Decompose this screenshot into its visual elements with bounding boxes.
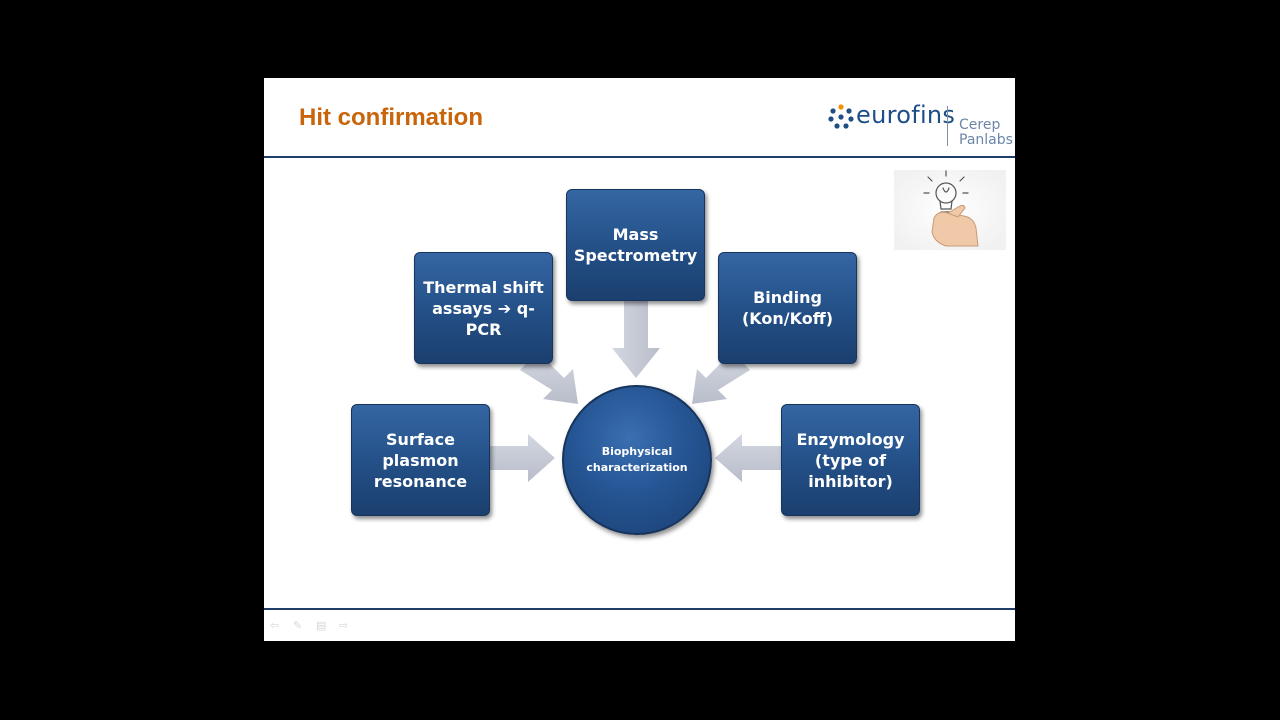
node-thermal-shift: Thermal shift assays ➔ q-PCR	[414, 252, 553, 364]
back-arrow-icon[interactable]: ⇦	[270, 620, 280, 632]
node-enzymology-line-2: (type of	[814, 450, 887, 470]
slide: Hit confirmation eurofins Cerep Panlabs	[264, 78, 1015, 641]
node-mass-line-1: Mass	[612, 225, 659, 244]
node-thermal-line-2: assays ➔ q-PCR	[432, 298, 535, 339]
node-spr-line-3: resonance	[373, 471, 468, 491]
logo-divider	[947, 106, 948, 146]
node-mass-spectrometry: Mass Spectrometry	[566, 189, 705, 301]
footer-rule	[264, 608, 1015, 610]
slide-title: Hit confirmation	[299, 104, 483, 131]
node-binding-line-1: Binding	[753, 288, 822, 307]
node-surface-plasmon-resonance: Surface plasmon resonance	[351, 404, 490, 516]
node-enzymology-line-3: inhibitor)	[808, 471, 893, 491]
node-binding: Binding (Kon/Koff)	[718, 252, 857, 364]
diagram-arrows	[489, 300, 781, 482]
logo-subtitle: Cerep Panlabs	[959, 118, 1013, 148]
node-mass-line-2: Spectrometry	[573, 246, 698, 265]
menu-icon[interactable]: ▤	[316, 620, 327, 632]
header-rule	[264, 156, 1015, 158]
lightbulb-hand-icon	[894, 170, 1006, 250]
logo-sub-line-2: Panlabs	[959, 132, 1013, 148]
logo-brand-text: eurofins	[856, 101, 956, 129]
arrow-spr	[489, 434, 555, 482]
arrow-thermal	[520, 352, 578, 404]
center-line-1: Biophysical	[601, 445, 673, 458]
node-spr-line-1: Surface	[386, 429, 455, 449]
node-enzymology-line-1: Enzymology	[796, 429, 905, 449]
arrow-binding	[692, 352, 750, 404]
eurofins-logo: eurofins Cerep Panlabs	[826, 98, 1015, 148]
logo-sub-line-1: Cerep	[959, 117, 1001, 133]
forward-arrow-icon[interactable]: ⇨	[339, 620, 349, 632]
node-binding-line-2: (Kon/Koff)	[741, 309, 834, 328]
slide-nav-controls: ⇦ ✎ ▤ ⇨	[270, 620, 353, 632]
arrow-enzymology	[715, 434, 781, 482]
eurofins-dots-icon	[828, 104, 854, 129]
node-thermal-line-1: Thermal shift	[423, 277, 544, 297]
node-spr-line-2: plasmon	[382, 450, 459, 470]
pen-icon[interactable]: ✎	[293, 620, 303, 632]
node-enzymology: Enzymology (type of inhibitor)	[781, 404, 920, 516]
center-line-2: characterization	[586, 461, 688, 474]
node-biophysical-characterization: Biophysical characterization	[562, 385, 712, 535]
arrow-mass	[612, 300, 660, 378]
